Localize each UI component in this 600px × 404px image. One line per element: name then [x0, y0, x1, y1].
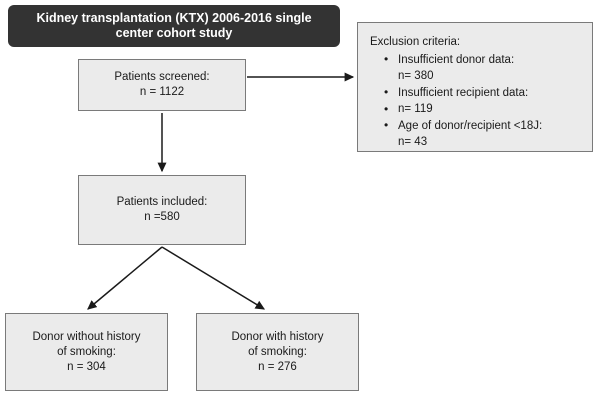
study-title-line-2: center cohort study	[115, 26, 233, 40]
donor-with-smoking-line-2: of smoking:	[248, 345, 307, 358]
study-title-banner: Kidney transplantation (KTX) 2006-2016 s…	[8, 5, 340, 47]
donor-with-smoking-line-1: Donor with history	[231, 330, 324, 343]
arrow-included-to-donor-with-smoking	[161, 246, 266, 310]
donor-without-smoking-line-2: of smoking:	[57, 345, 116, 358]
donor-without-smoking-line-1: Donor without history	[32, 330, 141, 343]
exclusion-item-insufficient-recipient-data-count: n= 119	[384, 101, 584, 118]
exclusion-item-insufficient-donor-data: Insufficient donor data:	[384, 51, 584, 69]
exclusion-heading: Exclusion criteria:	[370, 36, 461, 48]
patients-screened-label: Patients screened:	[114, 71, 210, 83]
box-patients-included: Patients included: n =580	[78, 175, 246, 245]
study-title-line-1: Kidney transplantation (KTX) 2006-2016 s…	[36, 11, 312, 25]
exclusion-item-insufficient-recipient-data: Insufficient recipient data:	[384, 84, 584, 102]
exclusion-item-age-under-18: Age of donor/recipient <18J:	[384, 117, 584, 135]
box-patients-screened: Patients screened: n = 1122	[78, 59, 246, 111]
patients-included-label: Patients included:	[116, 196, 208, 208]
exclusion-list: Insufficient donor data: n= 380 Insuffic…	[370, 51, 584, 151]
exclusion-item-age-under-18-count: n= 43	[398, 136, 428, 148]
box-donor-with-smoking: Donor with history of smoking: n = 276	[196, 313, 359, 391]
donor-without-smoking-count: n = 304	[67, 360, 106, 373]
box-exclusion-criteria: Exclusion criteria: Insufficient donor d…	[357, 22, 593, 152]
patients-included-count: n =580	[144, 211, 180, 223]
arrow-included-to-donor-without-smoking	[87, 246, 163, 310]
exclusion-item-insufficient-donor-data-count: n= 380	[398, 70, 434, 82]
patients-screened-count: n = 1122	[139, 86, 185, 98]
box-donor-without-smoking: Donor without history of smoking: n = 30…	[5, 313, 168, 391]
donor-with-smoking-count: n = 276	[258, 360, 297, 373]
